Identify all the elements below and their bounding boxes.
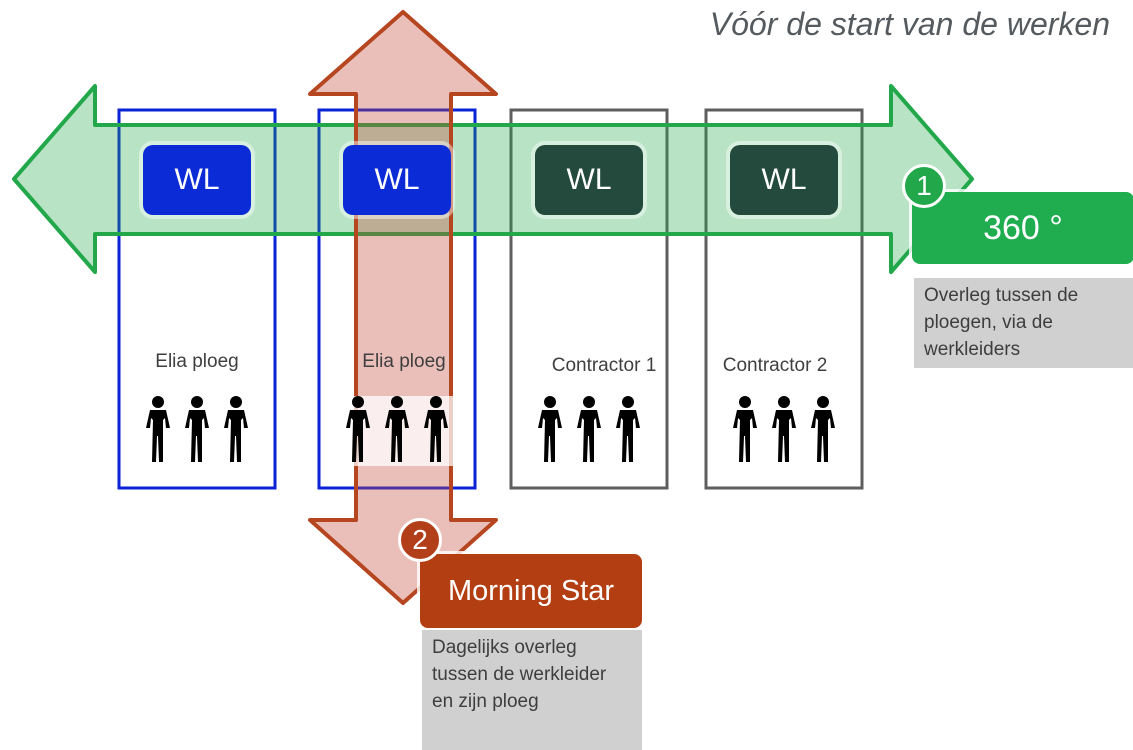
people-group-icon [146, 396, 248, 462]
vertical-double-arrow [308, 10, 498, 605]
people-group-icon [338, 396, 456, 466]
team-box-2 [317, 108, 477, 490]
slide-title: Vóór de start van de werken [709, 6, 1110, 42]
step2-label-box: Morning Star [420, 554, 642, 628]
step1-label-box: 360 ° [912, 192, 1133, 264]
team-box-1 [117, 108, 277, 490]
team-box-3 [509, 108, 669, 490]
step2-number-badge: 2 [398, 518, 442, 562]
team-label-4: Contractor 2 [722, 355, 828, 376]
werkleider-box-1: WL [143, 145, 251, 215]
werkleider-box-4: WL [730, 145, 838, 215]
step2-description: Dagelijks overleg tussen de werkleider e… [422, 630, 642, 750]
team-label-1: Elia ploeg [155, 351, 239, 372]
step1-description: Overleg tussen de ploegen, via de werkle… [914, 278, 1133, 368]
team-label-2: Elia ploeg [362, 351, 446, 372]
team-box-4 [704, 108, 864, 490]
werkleider-box-3: WL [535, 145, 643, 215]
people-group-icon [733, 396, 835, 462]
step1-number-badge: 1 [902, 164, 946, 208]
horizontal-double-arrow [12, 84, 974, 274]
team-label-3: Contractor 1 [551, 355, 657, 376]
people-group-icon [538, 396, 640, 462]
werkleider-box-2: WL [343, 145, 451, 215]
